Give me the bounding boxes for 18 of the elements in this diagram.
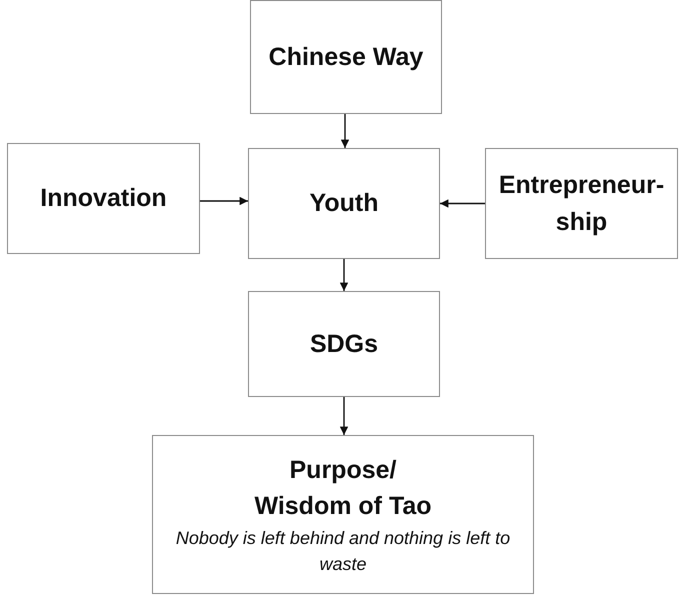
box-title: Innovation	[40, 183, 167, 214]
process-box	[152, 435, 534, 594]
process-box	[485, 148, 678, 259]
box-title: Youth	[310, 188, 378, 220]
arrow	[440, 199, 485, 208]
arrow	[340, 397, 348, 435]
process-box	[248, 148, 440, 259]
box-title: Purpose/ Wisdom of Tao	[253, 455, 433, 522]
box-title: Entrepreneur-ship	[498, 170, 666, 238]
arrow	[340, 259, 348, 291]
box-title: Chinese Way	[268, 42, 424, 73]
box-title: SDGs	[310, 328, 378, 360]
process-box	[248, 291, 440, 397]
arrow	[200, 196, 248, 206]
arrow	[340, 114, 350, 148]
process-box	[7, 143, 200, 254]
process-box	[250, 0, 442, 114]
box-description: Nobody is left behind and nothing is left to waste	[174, 526, 512, 576]
